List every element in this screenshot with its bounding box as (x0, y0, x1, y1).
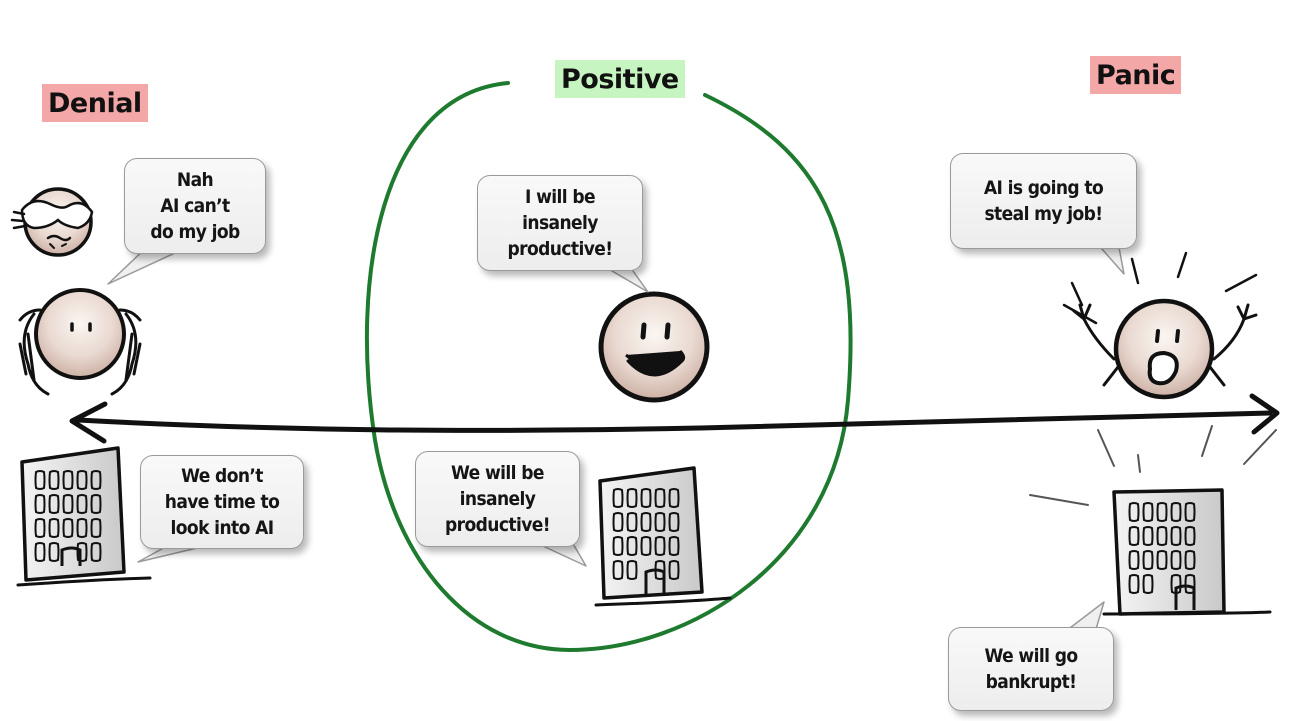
office-building-icon (1102, 488, 1272, 616)
panic-label: Panic (1090, 56, 1182, 94)
positive-label: Positive (555, 60, 685, 98)
denial-person-bubble: Nah AI can’t do my job (124, 158, 266, 254)
panic-company-bubble: We will go bankrupt! (948, 627, 1114, 711)
denial-company-bubble: We don’t have time to look into AI (140, 455, 304, 549)
see-no-evil-face-icon (10, 187, 94, 257)
panic-company-text: We will go bankrupt! (984, 645, 1078, 693)
positive-ellipse (364, 81, 853, 653)
covering-ears-face-icon (18, 288, 142, 396)
panic-person-text: AI is going to steal my job! (983, 177, 1104, 225)
double-arrow-icon (69, 393, 1280, 444)
denial-label: Denial (42, 84, 148, 122)
panic-lines (1029, 425, 1277, 506)
positive-person-text: I will be insanely productive! (507, 186, 614, 260)
screaming-face-icon (1062, 251, 1258, 400)
positive-company-text: We will be insanely productive! (445, 462, 551, 536)
office-building-icon (594, 466, 732, 607)
positive-company-bubble: We will be insanely productive! (415, 451, 580, 547)
smiling-face-icon (598, 291, 710, 403)
positive-person-bubble: I will be insanely productive! (477, 175, 643, 271)
denial-person-text: Nah AI can’t do my job (150, 169, 240, 243)
denial-company-text: We don’t have time to look into AI (164, 465, 280, 539)
office-building-icon (16, 446, 152, 587)
panic-person-bubble: AI is going to steal my job! (950, 153, 1137, 249)
